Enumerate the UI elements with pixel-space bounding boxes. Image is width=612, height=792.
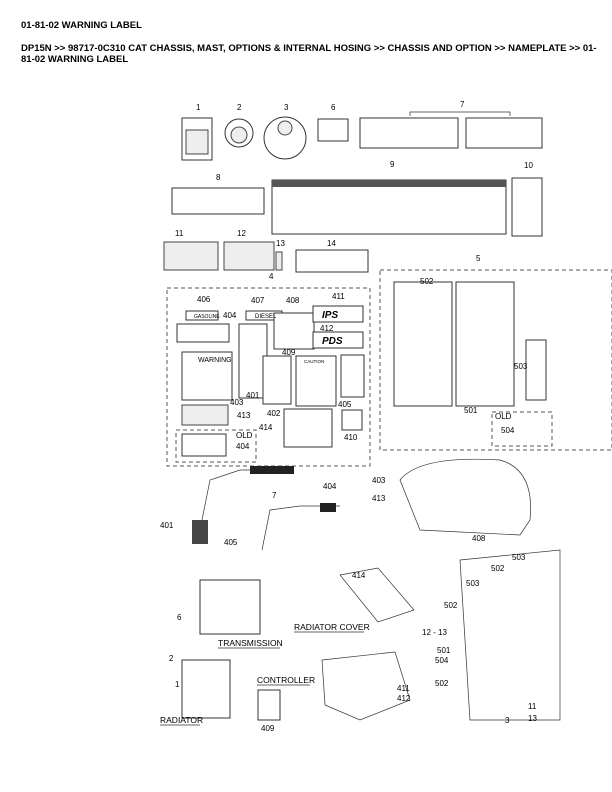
group-5-labels [393,281,553,447]
svg-text:6: 6 [331,103,336,112]
svg-text:2: 2 [237,103,242,112]
svg-text:WARNING: WARNING [198,357,232,364]
svg-text:503: 503 [514,362,528,371]
svg-text:13: 13 [276,239,285,248]
svg-text:404: 404 [223,311,237,320]
svg-text:3: 3 [505,716,510,725]
svg-text:414: 414 [259,423,273,432]
svg-text:RADIATOR: RADIATOR [160,715,203,725]
group-4-labels [175,305,365,463]
svg-text:501: 501 [464,406,478,415]
label-2 [224,118,254,148]
svg-text:11: 11 [175,229,184,238]
svg-text:504: 504 [435,656,449,665]
svg-text:401: 401 [246,391,260,400]
svg-text:11: 11 [528,702,537,711]
label-10 [511,177,543,237]
svg-text:406: 406 [197,295,211,304]
svg-text:GASOLINE: GASOLINE [194,314,220,320]
svg-text:503: 503 [512,553,526,562]
label-7 [359,111,543,149]
svg-text:9: 9 [390,160,395,169]
svg-text:412: 412 [320,324,334,333]
page-title: 01-81-02 WARNING LABEL [21,20,142,31]
svg-text:403: 403 [372,476,386,485]
label-texts: GASOLINE DIESEL WARNING IPS PDS CAUTION [194,310,343,364]
callouts-lower: 7 404 401 405 403 413 408 414 6 2 1 409 … [160,476,537,733]
svg-text:RADIATOR COVER: RADIATOR COVER [294,622,370,632]
svg-text:12: 12 [237,229,246,238]
captions: TRANSMISSION RADIATOR COVER CONTROLLER R… [160,622,370,726]
svg-text:OLD: OLD [495,412,512,421]
svg-text:14: 14 [327,239,336,248]
svg-text:404: 404 [236,442,250,451]
svg-text:412: 412 [397,694,411,703]
svg-text:7: 7 [272,491,277,500]
svg-text:503: 503 [466,579,480,588]
svg-text:405: 405 [224,538,238,547]
svg-text:404: 404 [323,482,337,491]
svg-text:414: 414 [352,571,366,580]
svg-text:TRANSMISSION: TRANSMISSION [218,638,283,648]
svg-text:2: 2 [169,654,174,663]
label-1 [181,117,213,161]
svg-text:408: 408 [472,534,486,543]
svg-text:409: 409 [261,724,275,733]
label-11 [163,241,219,271]
svg-text:413: 413 [372,494,386,503]
svg-text:6: 6 [177,613,182,622]
svg-text:10: 10 [524,161,533,170]
svg-text:408: 408 [286,296,300,305]
svg-text:411: 411 [332,292,345,301]
svg-text:PDS: PDS [322,336,343,347]
svg-text:12 - 13: 12 - 13 [422,628,447,637]
svg-text:DIESEL: DIESEL [255,314,277,320]
svg-text:3: 3 [284,103,289,112]
lower-parts [181,458,561,721]
svg-text:502: 502 [435,679,449,688]
callouts-group-5: 502 501 503 OLD 504 [420,277,528,435]
svg-text:405: 405 [338,400,352,409]
label-3 [263,116,307,160]
svg-text:4: 4 [269,272,274,281]
svg-text:402: 402 [267,409,281,418]
svg-text:407: 407 [251,296,265,305]
svg-text:13: 13 [528,714,537,723]
label-8 [171,187,265,215]
svg-text:OLD: OLD [236,431,253,440]
svg-text:501: 501 [437,646,451,655]
svg-text:504: 504 [501,426,515,435]
group-4-box [166,287,371,467]
breadcrumb: DP15N >> 98717-0C310 CAT CHASSIS, MAST, … [21,43,597,65]
svg-text:1: 1 [196,103,201,112]
svg-text:1: 1 [175,680,180,689]
group-5-box [379,269,612,451]
svg-text:502: 502 [420,277,434,286]
svg-text:CONTROLLER: CONTROLLER [257,675,315,685]
callouts-top: 1 2 3 6 7 8 9 10 11 12 13 14 4 5 [175,100,533,281]
label-12 [223,241,275,271]
svg-text:7: 7 [460,100,465,109]
svg-text:410: 410 [344,433,358,442]
svg-text:502: 502 [491,564,505,573]
label-14 [295,249,369,273]
svg-text:401: 401 [160,521,174,530]
label-9 [271,179,507,235]
label-13 [275,251,283,271]
svg-text:409: 409 [282,348,296,357]
svg-text:CAUTION: CAUTION [304,359,324,364]
callouts-group-4: 406 407 408 411 404 412 409 403 401 402 … [197,292,358,451]
svg-text:502: 502 [444,601,458,610]
svg-text:403: 403 [230,398,244,407]
svg-text:IPS: IPS [322,310,338,321]
svg-text:413: 413 [237,411,251,420]
svg-text:5: 5 [476,254,481,263]
label-6 [317,118,349,142]
svg-text:411: 411 [397,684,410,693]
svg-text:8: 8 [216,173,221,182]
